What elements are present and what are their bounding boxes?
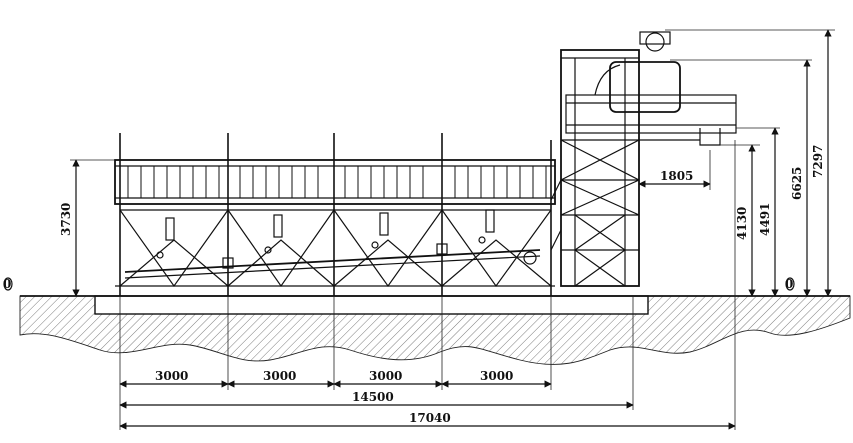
ground-section bbox=[19, 295, 851, 365]
mixer-tower bbox=[550, 31, 737, 287]
dim-bay1: 3000 bbox=[155, 369, 188, 383]
dim-overall-plant: 17040 bbox=[409, 411, 451, 425]
dim-bin-height: 3730 bbox=[59, 203, 73, 236]
collecting-conveyor bbox=[124, 249, 541, 279]
bay-dimension-chain bbox=[119, 140, 736, 430]
dim-mixer-overhang: 1805 bbox=[660, 169, 693, 183]
dim-bay4: 3000 bbox=[480, 369, 513, 383]
dim-bay3: 3000 bbox=[369, 369, 402, 383]
vertical-dimension-lines bbox=[70, 29, 835, 297]
dim-platform-height: 4491 bbox=[758, 203, 772, 236]
ground-level-left-label: 0 bbox=[3, 277, 11, 291]
bin-slats bbox=[127, 166, 547, 198]
ground-level-left-mark bbox=[3, 277, 13, 291]
ground-level-right-label: 0 bbox=[785, 277, 793, 291]
aggregate-bins bbox=[114, 133, 556, 296]
dim-bay2: 3000 bbox=[263, 369, 296, 383]
ground-level-right-mark bbox=[785, 277, 795, 291]
dim-tower-height: 6625 bbox=[790, 167, 804, 200]
dim-total-height: 7297 bbox=[811, 145, 825, 178]
dim-discharge-height: 4130 bbox=[735, 207, 749, 240]
bin-gates bbox=[156, 209, 495, 269]
dim-overall-bins: 14500 bbox=[352, 390, 394, 404]
overhang-dimension bbox=[638, 150, 711, 190]
